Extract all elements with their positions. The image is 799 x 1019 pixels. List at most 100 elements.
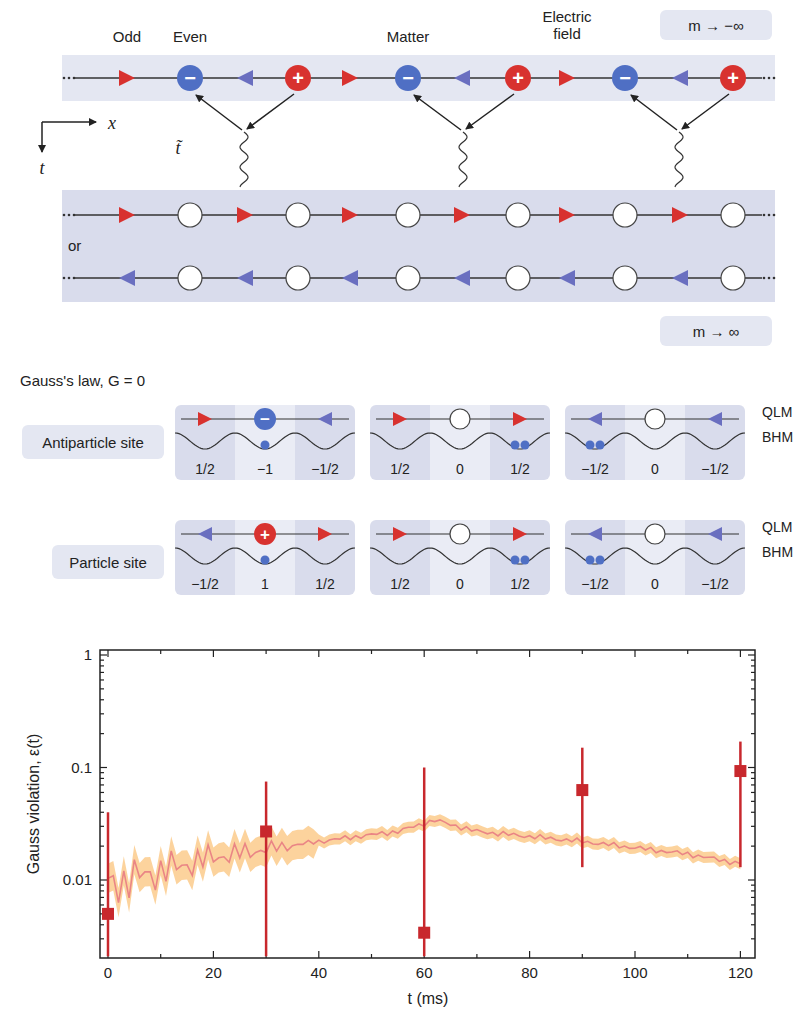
gauss-box-ground [565, 520, 745, 595]
y-tick [100, 772, 104, 773]
y-tick [100, 846, 104, 847]
electric-field-arrow [318, 412, 332, 426]
y-tick [100, 890, 104, 891]
tick-label: 120 [728, 964, 753, 981]
wiggly-line [459, 132, 467, 187]
electric-field-arrow [559, 207, 575, 223]
antiparticle-circle: − [254, 408, 276, 430]
potential-well [370, 433, 550, 449]
chain-label: t [39, 158, 44, 179]
x-tick [687, 650, 688, 654]
y-tick [100, 826, 104, 827]
matter-region [625, 405, 685, 480]
empty-site [645, 409, 665, 429]
gauss-box-ground [175, 520, 355, 595]
electric-field-arrow [454, 70, 470, 86]
link-value: 0 [430, 576, 490, 592]
model-label: QLM [762, 404, 792, 420]
charge-sign: − [260, 411, 270, 428]
x-tick [318, 951, 319, 958]
hopping-arrow [247, 94, 294, 129]
potential-well [175, 548, 355, 564]
electric-field-arrow [454, 270, 470, 286]
matter-region [430, 520, 490, 595]
ellipsis-dot [63, 214, 66, 217]
gauss-law-box: 1/201/2 [370, 520, 550, 595]
empty-site [721, 203, 745, 227]
x-tick [582, 954, 583, 958]
ellipsis-dot [773, 77, 776, 80]
empty-site [645, 524, 665, 544]
y-tick [100, 688, 104, 689]
tick-label: 1 [84, 646, 92, 663]
charge-sign: − [184, 68, 196, 88]
y-tick [751, 938, 755, 939]
x-tick [371, 954, 372, 958]
y-tick [751, 772, 755, 773]
link-value: 1/2 [370, 461, 430, 477]
y-tick [100, 924, 104, 925]
gauss-box-ground [175, 405, 355, 480]
wiggly-line [675, 132, 683, 187]
ellipsis-dot [68, 77, 71, 80]
site-label-box: Particle site [52, 545, 164, 579]
y-tick [751, 792, 755, 793]
atom [586, 441, 595, 450]
link-value: −1/2 [685, 461, 745, 477]
ellipsis-dot [73, 277, 76, 280]
data-point [576, 784, 588, 796]
potential-well [565, 433, 745, 449]
y-tick [751, 713, 755, 714]
link-value: 1/2 [490, 576, 550, 592]
x-tick [424, 650, 425, 657]
axis-title: t (ms) [408, 990, 449, 1008]
link-value: 1/2 [490, 461, 550, 477]
ellipsis-dot [68, 277, 71, 280]
empty-site [613, 203, 637, 227]
ellipsis-dot [768, 214, 771, 217]
empty-site [450, 409, 470, 429]
x-tick [318, 650, 319, 657]
x-tick [476, 650, 477, 654]
link-value: −1/2 [565, 576, 625, 592]
y-tick [100, 784, 104, 785]
link-value: −1/2 [565, 461, 625, 477]
particle-circle: + [720, 65, 746, 91]
site-label: Antiparticle site [42, 434, 144, 451]
x-tick [740, 650, 741, 657]
y-tick [751, 801, 755, 802]
empty-site [450, 524, 470, 544]
ellipsis-dot [773, 277, 776, 280]
link-value: −1/2 [295, 461, 355, 477]
electric-field-arrow [198, 527, 212, 541]
atom [521, 441, 530, 450]
plot-frame [100, 650, 755, 958]
link-value: 1/2 [370, 576, 430, 592]
empty-site [396, 203, 420, 227]
electric-field-arrow [342, 207, 358, 223]
electric-field-arrow [342, 270, 358, 286]
electric-field-arrow [318, 527, 332, 541]
y-tick [751, 784, 755, 785]
y-tick [751, 904, 755, 905]
antiparticle-circle: − [177, 65, 203, 91]
electric-field-arrow [513, 412, 527, 426]
y-tick [748, 767, 755, 768]
particle-circle: + [254, 523, 276, 545]
tick-label: 100 [622, 964, 647, 981]
electric-field-arrow [237, 70, 253, 86]
y-tick [751, 679, 755, 680]
tick-label: 60 [416, 964, 433, 981]
electric-field-arrow [559, 70, 575, 86]
error-bar [265, 782, 268, 957]
x-tick [687, 954, 688, 958]
error-bar [581, 748, 584, 867]
y-tick [751, 846, 755, 847]
empty-site [613, 266, 637, 290]
data-point [102, 908, 114, 920]
electric-field-arrow [237, 270, 253, 286]
electric-field-arrow [708, 527, 722, 541]
x-tick [582, 650, 583, 654]
atom [261, 441, 270, 450]
atom [596, 556, 605, 565]
